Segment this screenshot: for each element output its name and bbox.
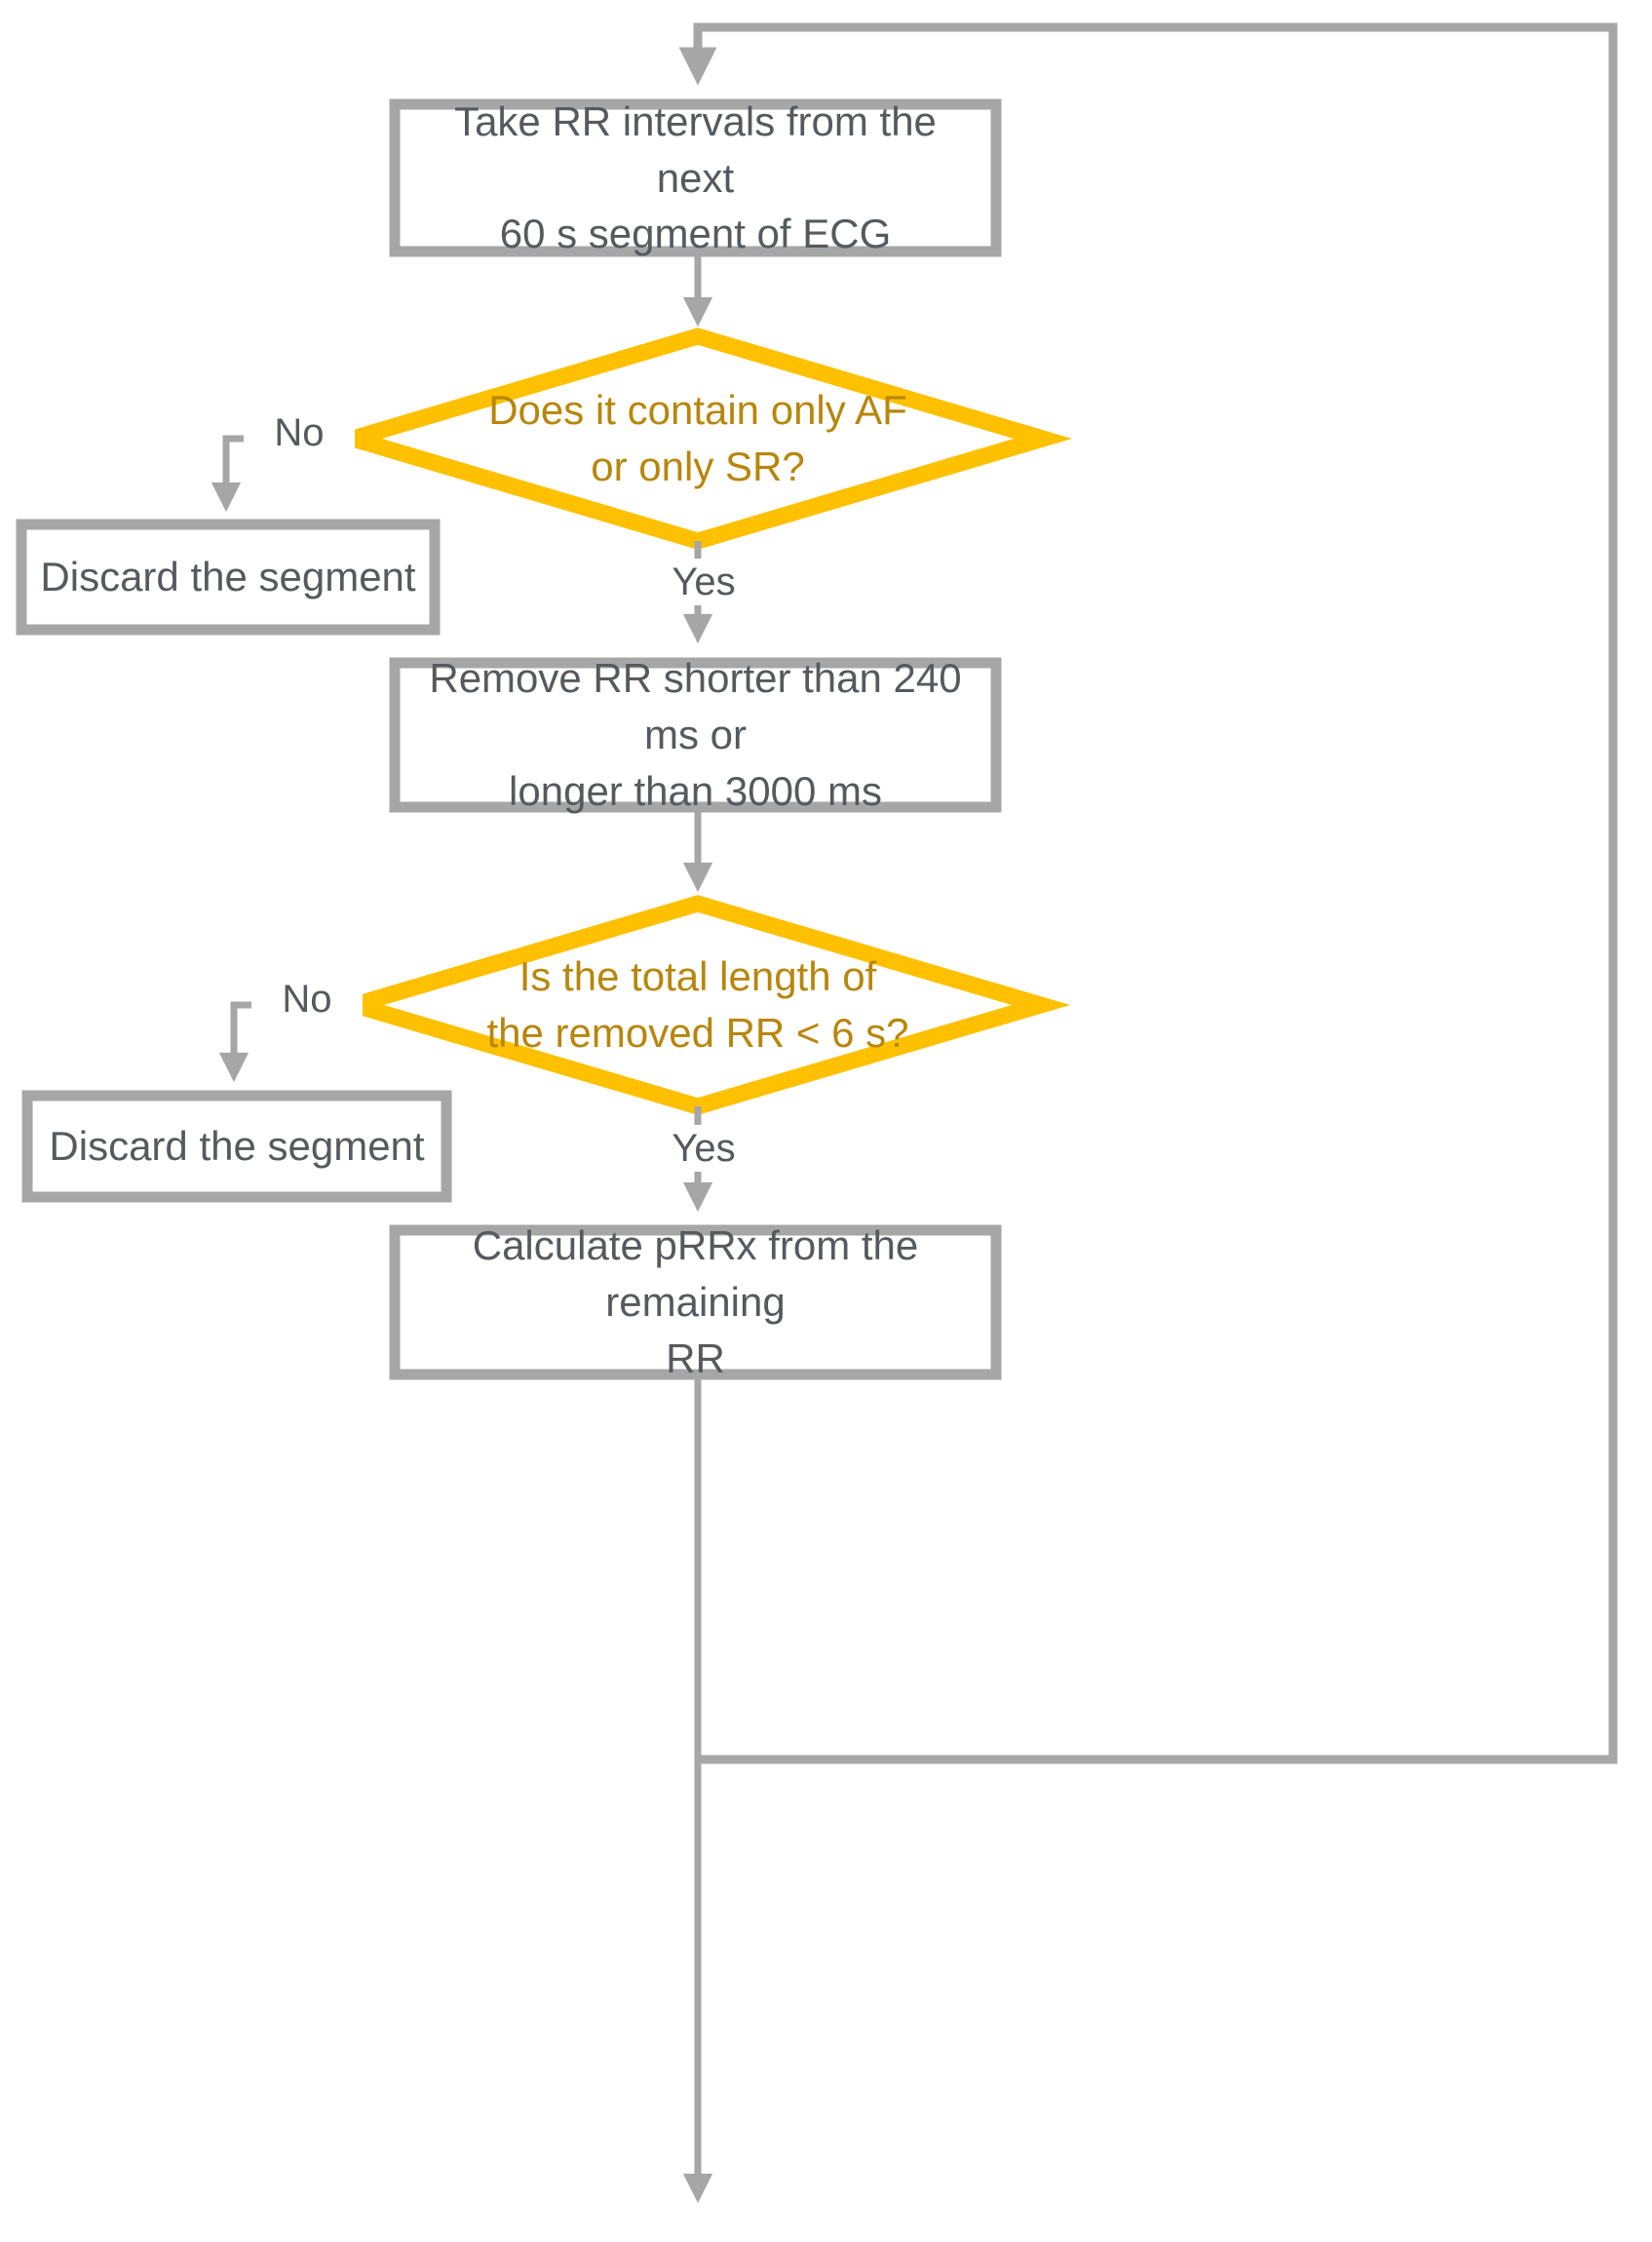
process-node-discard-segment-2[interactable] (21, 1090, 452, 1203)
feedback-loop-connector (678, 22, 1618, 1764)
edge-label-yes-1: Yes (641, 559, 766, 605)
edge-label-no-1: No (244, 413, 355, 452)
decision-node-removed-length[interactable] (326, 895, 1070, 1115)
decision-node-only-af-or-sr[interactable] (324, 328, 1072, 550)
process-node-remove-rr[interactable] (389, 657, 1002, 813)
process-node-discard-segment-1[interactable] (16, 519, 441, 636)
edge-label-yes-2: Yes (641, 1125, 766, 1172)
edge-label-no-2: No (251, 980, 363, 1019)
process-node-calculate-prrx[interactable] (389, 1224, 1002, 1380)
process-node-take-rr[interactable] (389, 98, 1002, 257)
